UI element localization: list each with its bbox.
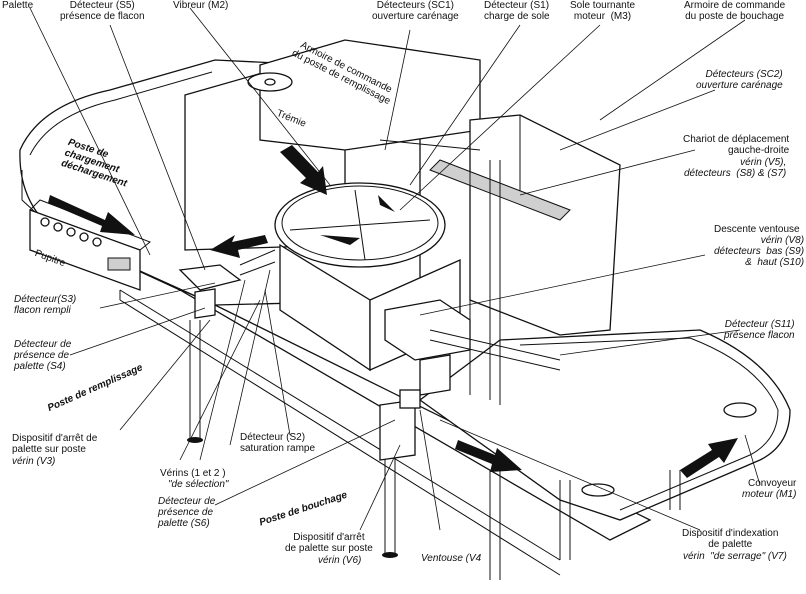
- label-det-s11: Détecteur (S11) présence flacon: [724, 319, 795, 341]
- label-det-s3: Détecteur(S3) flacon rempli: [14, 294, 77, 316]
- label-dispositif-v3: Dispositif d'arrêt de palette sur poste: [12, 433, 98, 455]
- label-armoire-bouchage: Armoire de commande du poste de bouchage: [684, 0, 786, 22]
- label-det-sc2: Détecteurs (SC2) ouverture carénage: [696, 69, 783, 91]
- label-verins: Vérins (1 et 2 ): [160, 468, 226, 479]
- label-chariot: Chariot de déplacement gauche-droite: [683, 134, 790, 156]
- capping-device: [379, 389, 421, 461]
- capping-frame: [379, 114, 621, 405]
- label-indexation: Dispositif d'indexation de palette: [682, 528, 779, 550]
- label-convoyeur: Convoyeur: [748, 478, 797, 489]
- filling-station-block: [178, 249, 276, 319]
- label-descente-ventouse: Descente ventouse: [714, 224, 800, 235]
- leader-lines: [29, 7, 761, 531]
- arrows: [48, 145, 738, 478]
- label-det-s4: Détecteur de présence de palette (S4): [14, 339, 72, 372]
- label-ventouse: Ventouse (V4: [421, 553, 482, 564]
- label-descente-detail: vérin (V8) détecteurs bas (S9) & haut (S…: [714, 235, 805, 268]
- label-dispositif-v6: Dispositif d'arrêt de palette sur poste: [285, 532, 373, 554]
- carriage: [384, 299, 561, 396]
- label-det-s6: Détecteur de présence de palette (S6): [158, 496, 216, 529]
- label-det-s2: Détecteur (S2) saturation rampe: [240, 432, 316, 454]
- label-indexation-verin: vérin "de serrage" (V7): [683, 551, 787, 562]
- label-dispositif-v3-verin: vérin (V3): [12, 456, 56, 467]
- label-convoyeur-moteur: moteur (M1): [742, 489, 797, 500]
- label-det-s1: Détecteur (S1) charge de sole: [484, 0, 550, 22]
- label-sole: Sole tournante moteur (M3): [570, 0, 636, 22]
- label-det-sc1: Détecteurs (SC1) ouverture carénage: [372, 0, 459, 22]
- right-conveyor-table: [418, 329, 791, 521]
- label-chariot-detail: vérin (V5), détecteurs (S8) & (S7): [684, 157, 787, 179]
- label-vibreur: Vibreur (M2): [173, 0, 229, 11]
- label-palette: Palette: [2, 0, 34, 11]
- label-det-s5: Détecteur (S5) présence de flacon: [60, 0, 145, 22]
- pupitre: [29, 199, 151, 291]
- label-verins-selection: "de sélection": [168, 479, 229, 490]
- label-dispositif-v6-verin: vérin (V6): [318, 555, 362, 566]
